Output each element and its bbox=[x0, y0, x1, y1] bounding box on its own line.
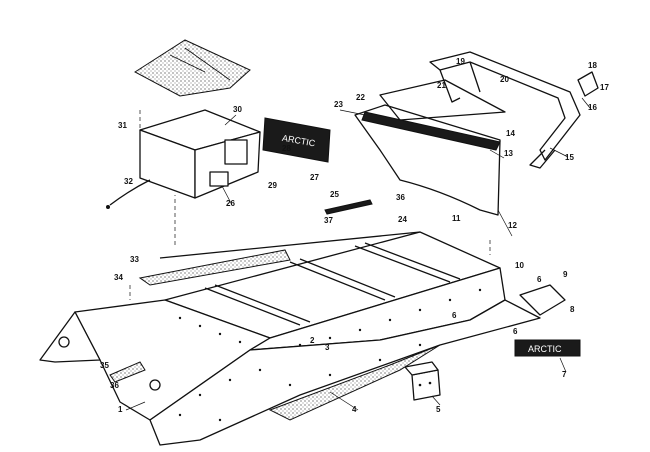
floor-mat bbox=[134, 39, 251, 97]
callout-18: 18 bbox=[588, 61, 597, 70]
callout-16: 16 bbox=[588, 103, 597, 112]
decal-top: ARCTIC bbox=[262, 117, 331, 163]
decal-side: ARCTIC bbox=[514, 339, 581, 357]
callout-36a: 36 bbox=[110, 381, 119, 390]
callout-12: 12 bbox=[508, 221, 517, 230]
upper-strip bbox=[138, 249, 291, 286]
callout-8: 8 bbox=[570, 305, 575, 314]
belly-pan bbox=[39, 231, 541, 446]
reinforcement-strip bbox=[324, 199, 373, 215]
callout-labels: 1 2 3 4 5 6 6 6 7 8 9 10 11 12 13 14 15 … bbox=[100, 57, 609, 414]
callout-36b: 36 bbox=[396, 193, 405, 202]
callout-25: 25 bbox=[330, 190, 339, 199]
callout-4: 4 bbox=[352, 405, 357, 414]
callout-1: 1 bbox=[118, 405, 123, 414]
callout-5: 5 bbox=[436, 405, 441, 414]
callout-31: 31 bbox=[118, 121, 127, 130]
latch-bracket bbox=[224, 139, 248, 165]
callout-26: 26 bbox=[226, 199, 235, 208]
callout-37: 37 bbox=[324, 216, 333, 225]
callout-20: 20 bbox=[500, 75, 509, 84]
callout-17: 17 bbox=[600, 83, 609, 92]
callout-10: 10 bbox=[515, 261, 524, 270]
callout-6b: 6 bbox=[537, 275, 542, 284]
rear-bumper bbox=[429, 51, 599, 169]
rear-step bbox=[519, 284, 566, 316]
callout-35: 35 bbox=[100, 361, 109, 370]
callout-15: 15 bbox=[565, 153, 574, 162]
callout-28: 28 bbox=[282, 144, 291, 153]
callout-29: 29 bbox=[268, 181, 277, 190]
callout-11: 11 bbox=[452, 214, 461, 223]
callout-30: 30 bbox=[233, 105, 242, 114]
callout-6a: 6 bbox=[452, 311, 457, 320]
callout-33: 33 bbox=[130, 255, 139, 264]
callout-2: 2 bbox=[310, 336, 315, 345]
leader-lines bbox=[125, 97, 591, 411]
callout-19: 19 bbox=[456, 57, 465, 66]
callout-27: 27 bbox=[310, 173, 319, 182]
decal-side-text: ARCTIC bbox=[528, 344, 562, 354]
callout-21: 21 bbox=[437, 81, 446, 90]
side-panel bbox=[354, 79, 506, 216]
callout-34: 34 bbox=[114, 273, 123, 282]
front-strip bbox=[109, 361, 146, 383]
callout-14: 14 bbox=[506, 129, 515, 138]
callout-7: 7 bbox=[562, 370, 567, 379]
callout-6c: 6 bbox=[513, 327, 518, 336]
callout-9: 9 bbox=[563, 270, 568, 279]
callout-13: 13 bbox=[504, 149, 513, 158]
mounting-bracket bbox=[404, 361, 441, 401]
callout-3: 3 bbox=[325, 343, 330, 352]
side-strip bbox=[268, 344, 441, 421]
callout-23: 23 bbox=[334, 100, 343, 109]
callout-32: 32 bbox=[124, 177, 133, 186]
callout-22: 22 bbox=[356, 93, 365, 102]
rivet-pattern bbox=[178, 288, 482, 422]
callout-24: 24 bbox=[398, 215, 407, 224]
